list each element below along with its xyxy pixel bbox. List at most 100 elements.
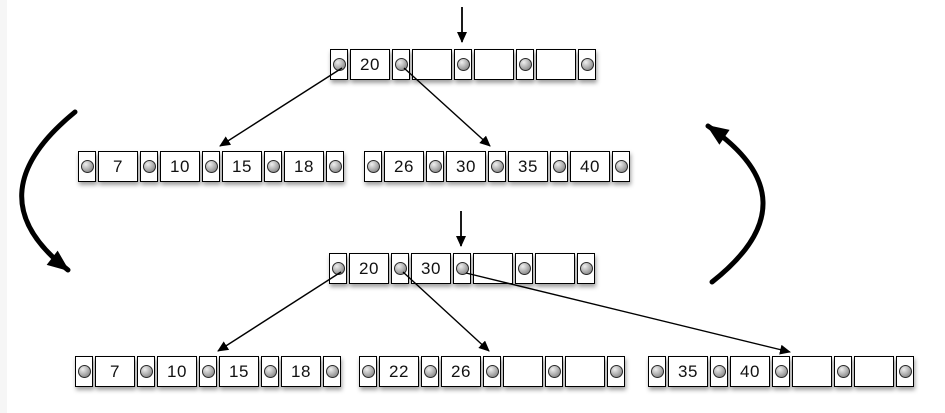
pointer-slot [264, 151, 282, 182]
pointer-dot-icon [423, 365, 437, 378]
pointer-dot-icon [898, 365, 912, 378]
pointer-slot [550, 151, 568, 182]
key-cell: 26 [441, 356, 481, 387]
pointer-dot-icon [428, 160, 442, 173]
pointer-dot-icon [485, 365, 499, 378]
pointer-dot-icon [331, 262, 345, 275]
key-cell: 30 [411, 253, 451, 284]
pointer-dot-icon [266, 160, 280, 173]
pointer-slot [137, 356, 155, 387]
pointer-slot [483, 356, 501, 387]
pointer-slot [392, 49, 410, 80]
pointer-slot [140, 151, 158, 182]
after-leaf-3-node: 35 40 [648, 356, 914, 387]
pointer-dot-icon [712, 365, 726, 378]
pointer-slot [391, 253, 409, 284]
pointer-dot-icon [332, 58, 346, 71]
pointer-slot [896, 356, 914, 387]
pointer-dot-icon [614, 160, 628, 173]
pointer-slot [577, 253, 595, 284]
pointer-slot [607, 356, 625, 387]
key-cell: 35 [668, 356, 708, 387]
key-cell: 18 [281, 356, 321, 387]
pointer-dot-icon [366, 160, 380, 173]
cycle-right-arrow-icon [705, 123, 766, 285]
key-cell: 15 [222, 151, 262, 182]
key-cell: 7 [95, 356, 135, 387]
after-leaf-2-node: 22 26 [359, 356, 625, 387]
before-root-node: 20 [330, 49, 596, 80]
after-root-to-leaf1-arrow [217, 271, 342, 352]
pointer-dot-icon [579, 262, 593, 275]
pointer-dot-icon [328, 160, 342, 173]
pointer-slot [834, 356, 852, 387]
after-leaf-1-node: 7 10 15 18 [75, 356, 341, 387]
key-cell [474, 49, 514, 80]
pointer-dot-icon [142, 160, 156, 173]
key-cell: 10 [160, 151, 200, 182]
key-cell [536, 49, 576, 80]
pointer-dot-icon [80, 160, 94, 173]
key-cell [412, 49, 452, 80]
pointer-dot-icon [394, 58, 408, 71]
pointer-dot-icon [201, 365, 215, 378]
pointer-slot [359, 356, 377, 387]
pointer-dot-icon [774, 365, 788, 378]
pointer-dot-icon [361, 365, 375, 378]
pointer-dot-icon [552, 160, 566, 173]
pointer-dot-icon [325, 365, 339, 378]
pointer-slot [710, 356, 728, 387]
key-cell: 15 [219, 356, 259, 387]
key-cell: 35 [508, 151, 548, 182]
pointer-slot [323, 356, 341, 387]
pointer-dot-icon [139, 365, 153, 378]
pointer-slot [578, 49, 596, 80]
key-cell: 18 [284, 151, 324, 182]
key-cell [503, 356, 543, 387]
pointer-slot [515, 253, 533, 284]
pointer-dot-icon [518, 58, 532, 71]
key-cell: 40 [730, 356, 770, 387]
key-cell: 20 [350, 49, 390, 80]
pointer-slot [488, 151, 506, 182]
pointer-slot [199, 356, 217, 387]
before-root-to-leaf1-arrow [219, 67, 343, 147]
key-cell: 22 [379, 356, 419, 387]
pointer-dot-icon [263, 365, 277, 378]
pointer-slot [364, 151, 382, 182]
pointer-slot [454, 49, 472, 80]
key-cell: 26 [384, 151, 424, 182]
pointer-slot [329, 253, 347, 284]
pointer-slot [261, 356, 279, 387]
pointer-dot-icon [580, 58, 594, 71]
pointer-slot [426, 151, 444, 182]
pointer-slot [421, 356, 439, 387]
window-edge [0, 0, 7, 413]
before-leaf-1-node: 7 10 15 18 [78, 151, 344, 182]
pointer-slot [772, 356, 790, 387]
key-cell: 40 [570, 151, 610, 182]
key-cell [565, 356, 605, 387]
key-cell [792, 356, 832, 387]
pointer-dot-icon [204, 160, 218, 173]
pointer-slot [78, 151, 96, 182]
pointer-dot-icon [490, 160, 504, 173]
pointer-dot-icon [517, 262, 531, 275]
key-cell [535, 253, 575, 284]
pointer-dot-icon [77, 365, 91, 378]
key-cell [854, 356, 894, 387]
pointer-slot [202, 151, 220, 182]
pointer-slot [516, 49, 534, 80]
before-leaf-2-node: 26 30 35 40 [364, 151, 630, 182]
pointer-dot-icon [836, 365, 850, 378]
pointer-dot-icon [456, 58, 470, 71]
key-cell: 10 [157, 356, 197, 387]
pointer-dot-icon [547, 365, 561, 378]
key-cell [473, 253, 513, 284]
pointer-slot [326, 151, 344, 182]
pointer-slot [453, 253, 471, 284]
pointer-slot [330, 49, 348, 80]
pointer-slot [612, 151, 630, 182]
pointer-dot-icon [650, 365, 664, 378]
